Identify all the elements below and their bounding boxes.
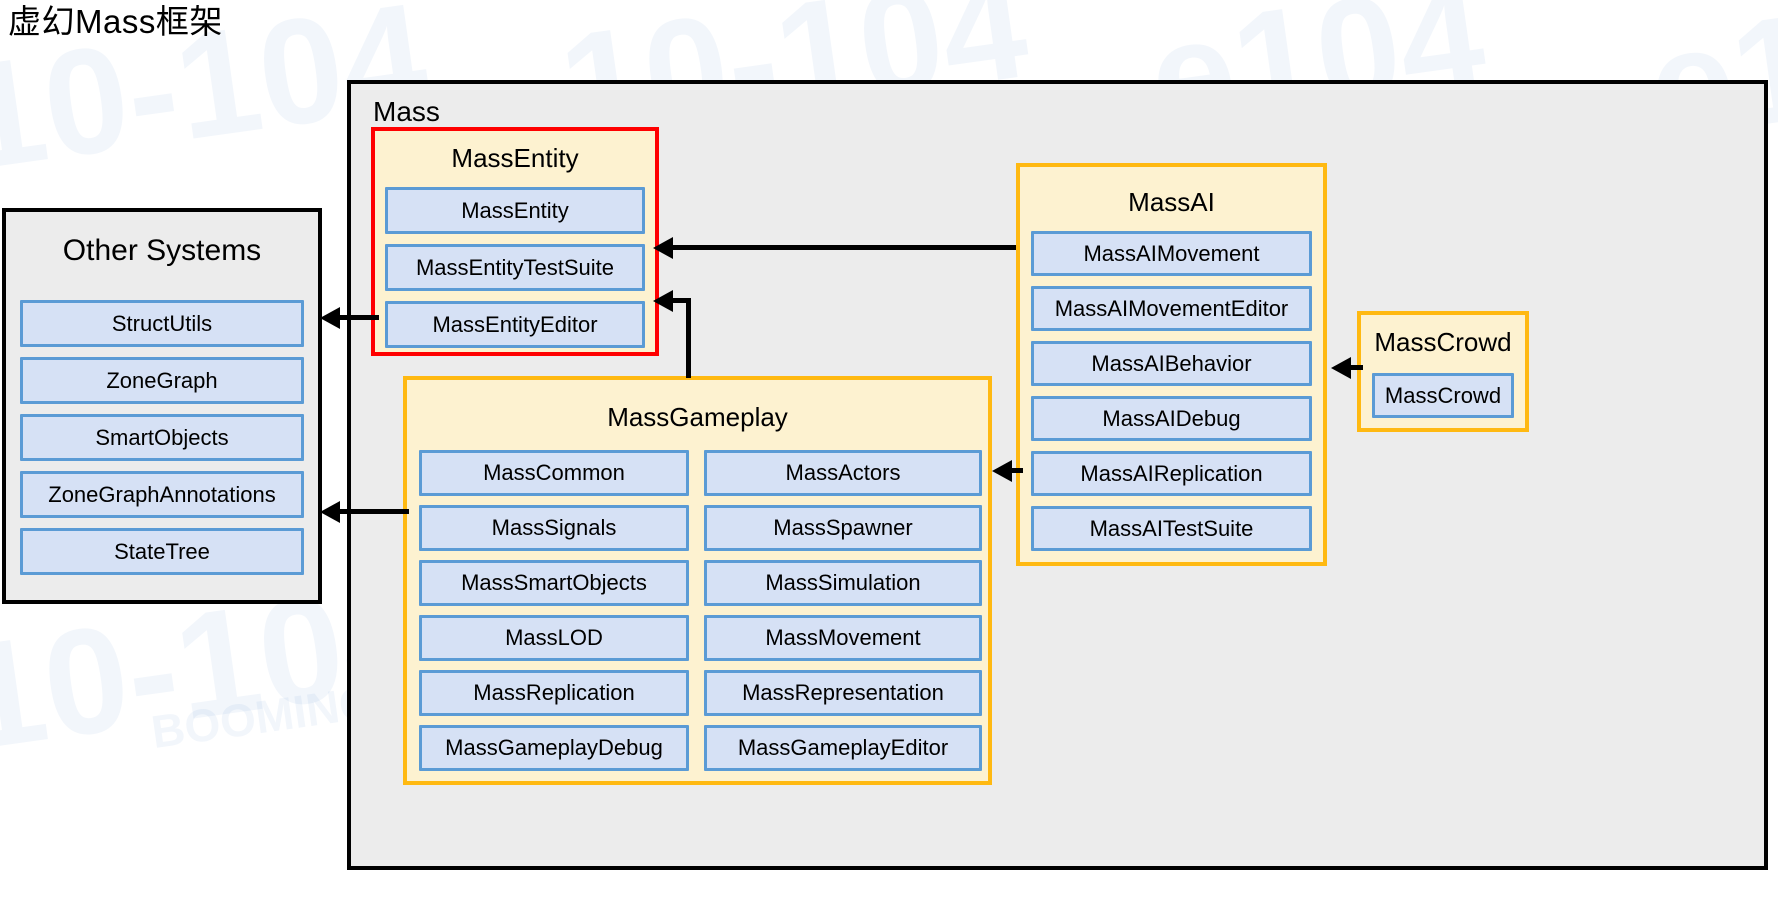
- group-massentity-title: MassEntity: [451, 143, 579, 173]
- connector-massgameplay-to-statetree: [339, 509, 409, 514]
- group-massai: MassAI MassAIMovement MassAIMovementEdit…: [1016, 163, 1327, 566]
- group-massgameplay-title: MassGameplay: [607, 402, 788, 432]
- arrowhead-massai-to-massgameplay: [992, 460, 1012, 482]
- module-smartobjects[interactable]: SmartObjects: [20, 414, 304, 461]
- group-mass-title: Mass: [373, 96, 440, 127]
- module-massaitestsuite[interactable]: MassAITestSuite: [1031, 506, 1312, 551]
- module-massentity[interactable]: MassEntity: [385, 187, 645, 234]
- module-massaibehavior[interactable]: MassAIBehavior: [1031, 341, 1312, 386]
- module-massspawner[interactable]: MassSpawner: [704, 505, 982, 551]
- module-massrepresentation[interactable]: MassRepresentation: [704, 670, 982, 716]
- module-masscrowd[interactable]: MassCrowd: [1372, 373, 1514, 418]
- arrowhead-mass-to-structutils: [320, 307, 340, 329]
- module-massgameplaydebug[interactable]: MassGameplayDebug: [419, 725, 689, 771]
- module-massaimovement[interactable]: MassAIMovement: [1031, 231, 1312, 276]
- module-massgameplayeditor[interactable]: MassGameplayEditor: [704, 725, 982, 771]
- arrowhead-massgameplay-to-massentity: [653, 290, 673, 312]
- connector-massgameplay-to-massentity-vertical: [686, 300, 691, 378]
- module-massaimovementeditor[interactable]: MassAIMovementEditor: [1031, 286, 1312, 331]
- connector-masscrowd-to-massai: [1351, 365, 1363, 370]
- connector-massai-to-massgameplay: [1011, 468, 1023, 473]
- group-massgameplay: MassGameplay MassCommon MassSignals Mass…: [403, 376, 992, 785]
- group-other-systems: Other Systems StructUtils ZoneGraph Smar…: [2, 208, 322, 604]
- group-other-systems-title: Other Systems: [62, 234, 262, 267]
- group-masscrowd-title: MassCrowd: [1374, 327, 1512, 357]
- module-massentityeditor[interactable]: MassEntityEditor: [385, 301, 645, 348]
- module-massreplication[interactable]: MassReplication: [419, 670, 689, 716]
- connector-massgameplay-to-massentity-horizontal: [672, 298, 691, 303]
- page-title: 虚幻Mass框架: [8, 3, 223, 40]
- connector-massai-to-massentity: [672, 245, 1016, 250]
- module-massaireplication[interactable]: MassAIReplication: [1031, 451, 1312, 496]
- module-massaidebug[interactable]: MassAIDebug: [1031, 396, 1312, 441]
- module-statetree[interactable]: StateTree: [20, 528, 304, 575]
- arrowhead-massai-to-massentity: [653, 237, 673, 259]
- arrowhead-massgameplay-to-statetree: [320, 501, 340, 523]
- module-zonegraph[interactable]: ZoneGraph: [20, 357, 304, 404]
- group-masscrowd: MassCrowd MassCrowd: [1357, 311, 1529, 432]
- module-structutils[interactable]: StructUtils: [20, 300, 304, 347]
- module-masssignals[interactable]: MassSignals: [419, 505, 689, 551]
- module-massmovement[interactable]: MassMovement: [704, 615, 982, 661]
- module-masscommon[interactable]: MassCommon: [419, 450, 689, 496]
- group-massentity: MassEntity MassEntity MassEntityTestSuit…: [371, 127, 659, 356]
- group-massai-title: MassAI: [1128, 187, 1215, 217]
- arrowhead-masscrowd-to-massai: [1331, 357, 1351, 379]
- module-zonegraphannotations[interactable]: ZoneGraphAnnotations: [20, 471, 304, 518]
- module-masssmartobjects[interactable]: MassSmartObjects: [419, 560, 689, 606]
- module-masssimulation[interactable]: MassSimulation: [704, 560, 982, 606]
- module-massactors[interactable]: MassActors: [704, 450, 982, 496]
- module-massentitytestsuite[interactable]: MassEntityTestSuite: [385, 244, 645, 291]
- connector-mass-to-structutils: [339, 315, 379, 320]
- module-masslod[interactable]: MassLOD: [419, 615, 689, 661]
